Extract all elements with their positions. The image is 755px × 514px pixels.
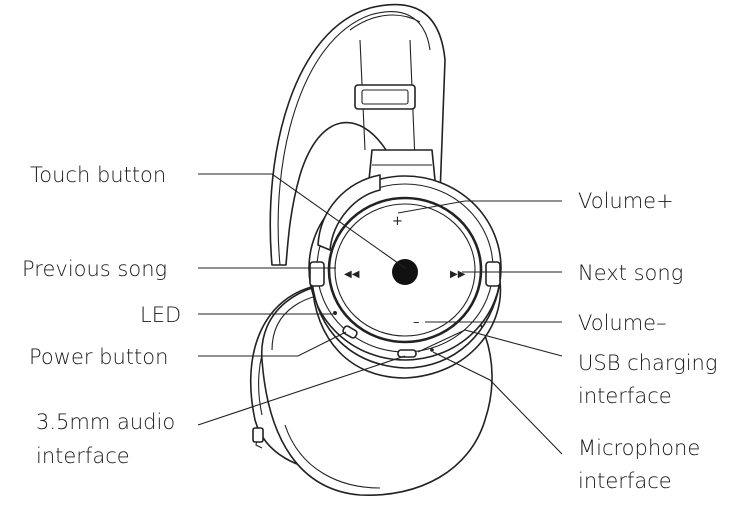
previous-symbol: ◀◀ xyxy=(344,269,360,280)
microphone-hole xyxy=(430,348,434,352)
headband-slider xyxy=(354,84,416,110)
label-usb-line1: USB charging xyxy=(578,351,717,375)
power-button[interactable] xyxy=(342,325,358,339)
label-mic-line2: interface xyxy=(578,469,672,493)
label-power-button: Power button xyxy=(29,345,168,369)
lower-controls xyxy=(333,311,434,358)
label-audio-interface-line2: interface xyxy=(36,444,130,468)
label-touch-button: Touch button xyxy=(30,163,166,187)
led-indicator xyxy=(333,311,337,315)
volume-up-symbol: + xyxy=(392,214,403,229)
touch-button[interactable] xyxy=(392,259,418,285)
label-led: LED xyxy=(140,303,181,327)
next-symbol: ▶▶ xyxy=(450,269,466,280)
touch-panel: + – ◀◀ ▶▶ xyxy=(327,196,483,344)
label-mic-line1: Microphone xyxy=(578,436,700,460)
label-volume-up: Volume+ xyxy=(578,189,674,213)
label-previous-song: Previous song xyxy=(22,257,167,281)
usb-port xyxy=(397,349,417,358)
volume-down-symbol: – xyxy=(413,315,420,330)
leader-lines xyxy=(197,173,563,455)
label-usb-line2: interface xyxy=(578,384,672,408)
label-next-song: Next song xyxy=(578,261,683,285)
labels: Touch button Previous song LED Power but… xyxy=(22,163,717,493)
label-audio-interface-line1: 3.5mm audio xyxy=(36,410,175,434)
label-volume-down: Volume– xyxy=(578,311,667,335)
